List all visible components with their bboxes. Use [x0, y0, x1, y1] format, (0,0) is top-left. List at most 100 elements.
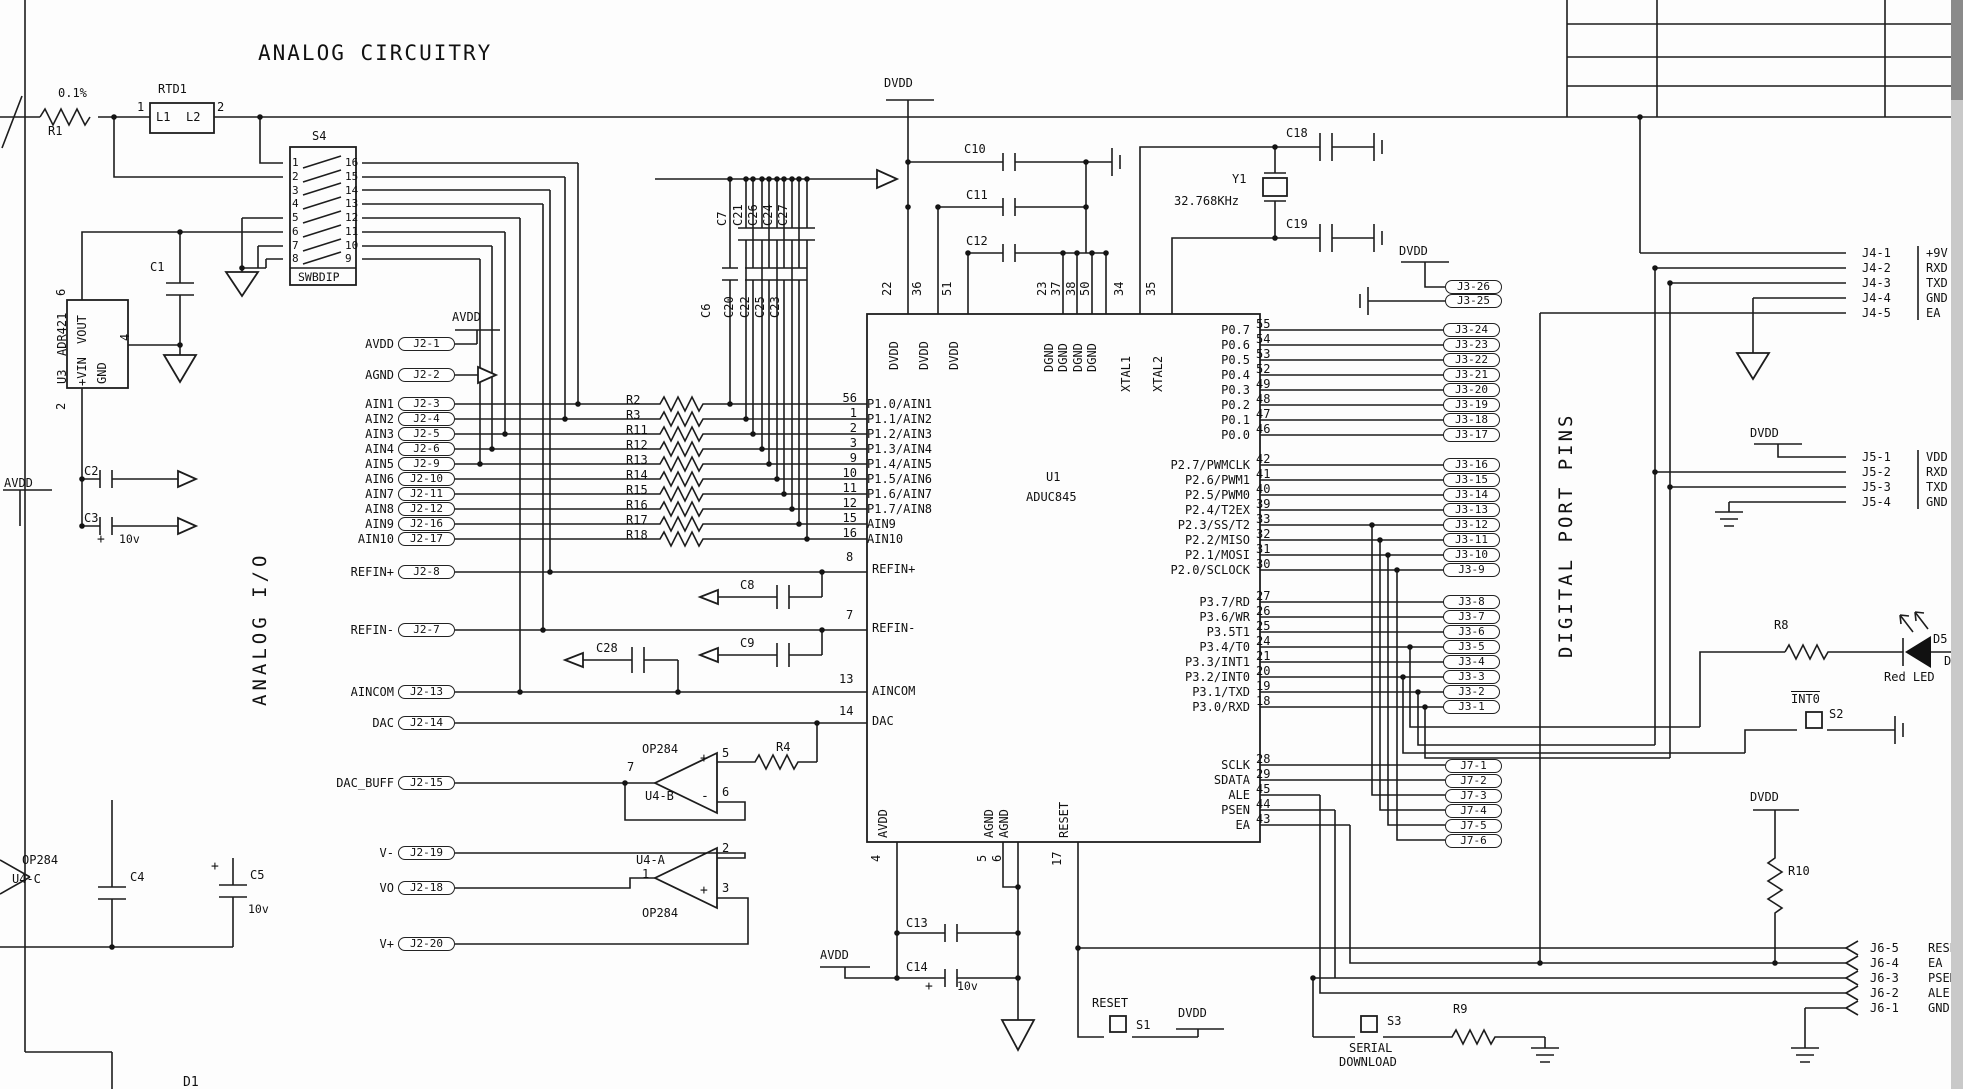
pin-number: 18 [1256, 693, 1271, 708]
j2-row: AIN8 J2-12 [326, 501, 455, 516]
j3-pin-connector: J3-20 [1443, 382, 1500, 397]
j4-pin: J4-2 [1862, 260, 1891, 275]
pin-number: 46 [1256, 421, 1271, 436]
u1-refinm-label: REFIN- [872, 621, 916, 635]
j3-25-connector: J3-25 [1445, 294, 1502, 308]
j5-row: J5-3 TXD [1862, 479, 1948, 494]
j4-pin: J4-3 [1862, 275, 1891, 290]
j7-row: J7-4 [1445, 803, 1502, 818]
u1-bottom-num-6: 6 [990, 854, 1004, 862]
j2-signal-label: AIN9 [365, 516, 394, 531]
j6-pin: J6-1 [1870, 1000, 1899, 1015]
u1-right-pin-row: P2.2/MISO 32 J3-11 [1152, 527, 1500, 547]
j4-signal: RXD [1926, 260, 1948, 275]
scrollbar-thumb[interactable] [1951, 0, 1963, 100]
pin-number: 49 [1256, 376, 1271, 391]
j3-pin-connector: J3-17 [1443, 427, 1500, 442]
resistor-ref: R13 [626, 452, 648, 467]
u1-top-num-35: 35 [1144, 281, 1158, 296]
u4b-ref: U4-B [645, 789, 674, 803]
j2-signal-label: REFIN+ [350, 564, 394, 579]
j2-row-avdd: AVDD J2-1 [298, 336, 455, 351]
u1-bottom-num-5: 5 [975, 854, 989, 862]
cap-label-c23: C23 [768, 296, 782, 318]
y1-ref: Y1 [1232, 172, 1247, 186]
j7-row: J7-2 [1445, 773, 1502, 788]
j7-pin-connector: J7-5 [1445, 818, 1502, 833]
u4b-part: OP284 [642, 742, 679, 756]
j2-pin-connector: J2-18 [398, 880, 455, 895]
pin-number: 19 [1256, 678, 1271, 693]
u4a-opamp-triangle [652, 846, 718, 910]
pin-number: 3 [849, 435, 857, 450]
pin-label: SCLK [1221, 757, 1250, 772]
scrollbar-track[interactable] [1951, 0, 1963, 1089]
s3-label-line2: DOWNLOAD [1339, 1055, 1397, 1069]
j2-row: AIN2 J2-4 [326, 411, 455, 426]
u1-right-pin-row: P3.4/T0 24 J3-5 [1152, 634, 1500, 654]
s4-pin-number: 5 [292, 211, 299, 225]
j3-pin-connector: J3-2 [1443, 684, 1500, 699]
cap-label-c27: C27 [776, 204, 790, 226]
avdd-net-j2: AVDD [452, 310, 481, 324]
pin-label: P0.3 [1221, 382, 1250, 397]
s3-button [1360, 1015, 1378, 1033]
pin-label: P3.7/RD [1199, 594, 1250, 609]
rtd1-ref: RTD1 [158, 82, 187, 96]
j6-pin: J6-4 [1870, 955, 1899, 970]
u1-port3-pin-list: P3.7/RD 27 J3-8 P3.6/WR 26 J3-7 P3.5T1 2… [1152, 589, 1500, 714]
pin-label: AIN9 [867, 516, 896, 531]
pin-label: P0.6 [1221, 337, 1250, 352]
j3-pin-connector: J3-7 [1443, 609, 1500, 624]
u1-body [866, 313, 1261, 843]
u1-bottom-label-reset: RESET [1057, 801, 1071, 838]
pin-number: 20 [1256, 663, 1271, 678]
s3-label-line1: SERIAL [1349, 1041, 1393, 1055]
j2-row-refinp: REFIN+ J2-8 [298, 564, 455, 579]
cap-label-c14: C14 [906, 960, 928, 974]
c5-voltage: 10v [248, 902, 269, 916]
rtd1-l2: L2 [186, 110, 201, 124]
j3-pin-connector: J3-3 [1443, 669, 1500, 684]
u1-right-pin-row: P3.3/INT1 21 J3-4 [1152, 649, 1500, 669]
u1-right-pin-row: P0.7 55 J3-24 [1152, 317, 1500, 337]
u1-bottom-num-4: 4 [869, 854, 883, 862]
u1-bottom-label-agnd2: AGND [997, 809, 1011, 838]
dvdd-net-j5: DVDD [1750, 426, 1779, 440]
j5-row: J5-2 RXD [1862, 464, 1948, 479]
u1-part: ADUC845 [1026, 490, 1077, 504]
pin-label: EA [1235, 817, 1250, 832]
rtd1-l1: L1 [156, 110, 171, 124]
pin-number: 44 [1256, 796, 1271, 811]
y1-crystal-body [1262, 177, 1288, 197]
c3-voltage: 10v [119, 532, 140, 546]
j2-row-agnd: AGND J2-2 [298, 367, 455, 382]
j5-pin: J5-3 [1862, 479, 1891, 494]
u4a-minus: - [701, 846, 709, 861]
cap-label-c7: C7 [715, 211, 729, 226]
pin-number: 52 [1256, 361, 1271, 376]
j2-row: AIN3 J2-5 [326, 426, 455, 441]
u1-bus-pin-list: SCLK 28 SDATA 29 ALE 45 PSEN 44 EA 43 [1152, 752, 1286, 832]
j7-row: J7-3 [1445, 788, 1502, 803]
cap-label-c8: C8 [740, 578, 755, 592]
j2-signal-label: AIN8 [365, 501, 394, 516]
j4-row: J4-4 GND [1862, 290, 1948, 305]
u4b-opamp-triangle [652, 751, 718, 815]
c14-voltage: 10v [957, 979, 978, 993]
j6-signal: EA [1928, 955, 1943, 970]
pin-label: PSEN [1221, 802, 1250, 817]
j2-pin-connector: J2-8 [398, 564, 455, 579]
cap-label-c11: C11 [966, 188, 988, 202]
u1-right-pin-row: P3.0/RXD 18 J3-1 [1152, 694, 1500, 714]
j3-pin-connector: J3-4 [1443, 654, 1500, 669]
resistor-ref: R2 [626, 392, 641, 407]
avdd-net-left: AVDD [4, 476, 33, 490]
pin-number: 11 [842, 480, 857, 495]
u1-aincom-num: 13 [839, 672, 854, 686]
